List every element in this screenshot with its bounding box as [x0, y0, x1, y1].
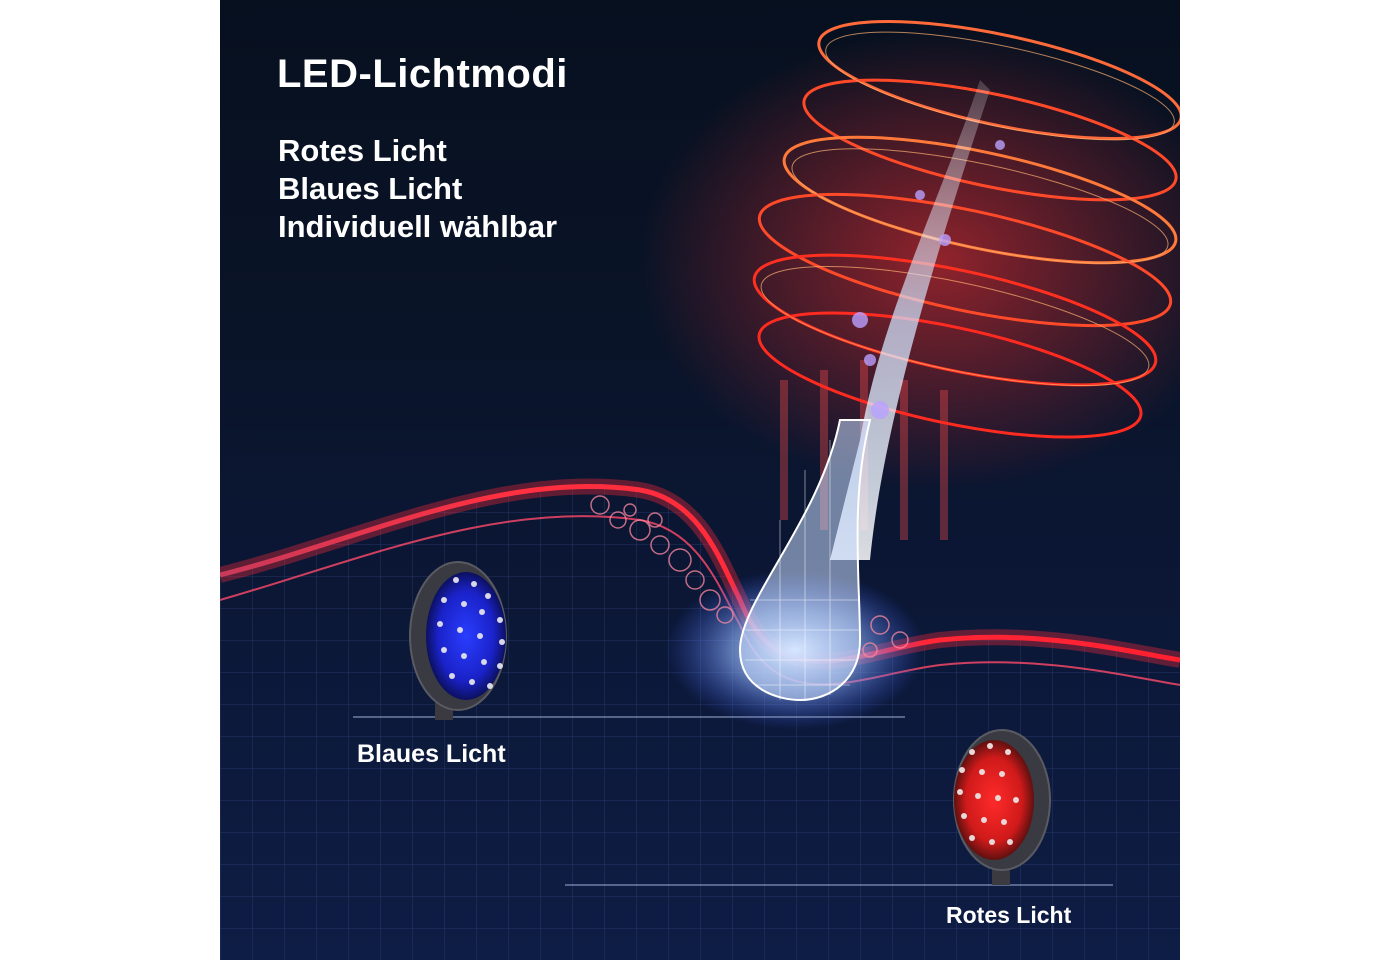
page-title: LED-Lichtmodi [277, 52, 568, 96]
hair-shaft [830, 80, 990, 560]
blue-light-caption: Blaues Licht [357, 740, 506, 768]
red-light-brush-head [953, 729, 1051, 885]
feature-item-red-light: Rotes Licht [278, 133, 447, 168]
feature-item-selectable: Individuell wählbar [278, 209, 558, 244]
bubbles [590, 495, 909, 658]
illustration [220, 20, 1180, 960]
follicle-mesh [745, 440, 860, 700]
ring-highlights [760, 31, 1175, 387]
feature-list: Rotes Licht Blaues Licht Individuell wäh… [278, 132, 557, 246]
product-image-panel: LED-Lichtmodi Rotes Licht Blaues Licht I… [220, 0, 1180, 960]
blue-light-brush-head [409, 561, 507, 720]
red-light-caption: Rotes Licht [946, 902, 1072, 928]
small-particles [852, 140, 1005, 419]
feature-item-blue-light: Blaues Licht [278, 171, 463, 206]
